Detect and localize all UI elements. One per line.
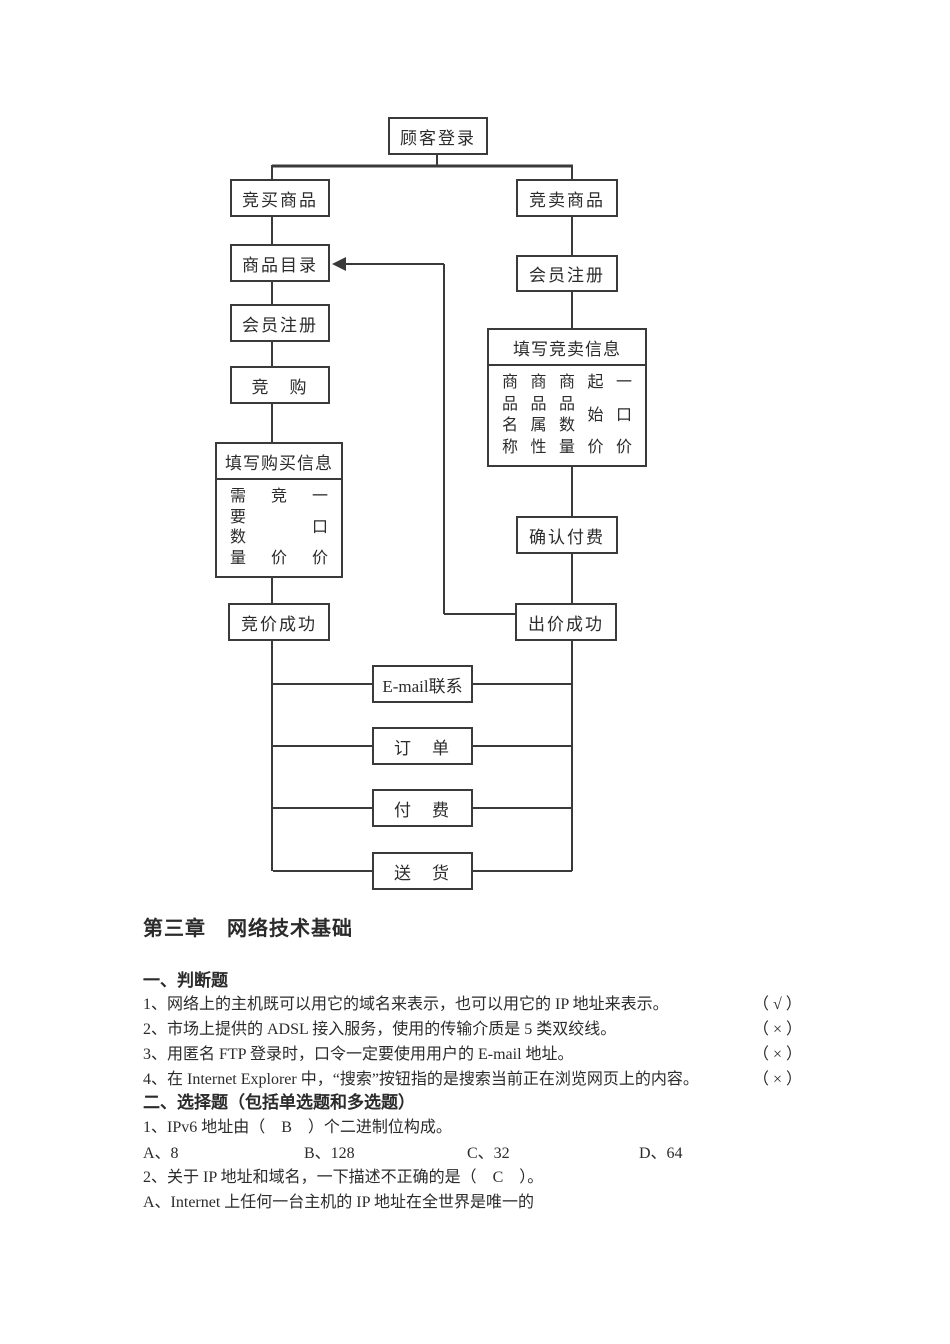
fill-sell-info-fields: 商品名称 商品属性 商品数量 起始价 一口价 [489, 366, 645, 465]
judgement-section-title: 一、判断题 [143, 971, 228, 990]
flow-node-payment: 付 费 [372, 789, 473, 827]
flow-node-fill-sell-info: 填写竞卖信息 商品名称 商品属性 商品数量 起始价 一口价 [487, 328, 647, 467]
flow-node-delivery: 送 货 [372, 852, 473, 890]
judgement-item: 1、网络上的主机既可以用它的域名来表示，也可以用它的 IP 地址来表示。 （ √… [143, 990, 843, 1014]
judgement-item: 4、在 Internet Explorer 中，“搜索”按钮指的是搜索当前正在浏… [143, 1065, 843, 1089]
choice-q1-option-b: B、128 [304, 1145, 355, 1162]
field-fixed-price: 一口价 [311, 488, 328, 567]
judgement-item: 3、用匿名 FTP 登录时，口令一定要使用用户的 E-mail 地址。 （ × … [143, 1040, 843, 1064]
choice-question-2: 2、关于 IP 地址和域名，一下描述不正确的是（ C ）。 [143, 1169, 544, 1186]
field-needed-quantity: 需要数量 [230, 488, 247, 567]
choice-q1-option-d: D、64 [639, 1145, 683, 1162]
judgement-item-text: 2、市场上提供的 ADSL 接入服务，使用的传输介质是 5 类双绞线。 [143, 1021, 617, 1038]
choice-q1-option-c: C、32 [467, 1145, 510, 1162]
field-product-quantity: 商品数量 [558, 374, 575, 456]
choice-q2-option-a: A、Internet 上任何一台主机的 IP 地址在全世界是唯一的 [143, 1194, 534, 1211]
chapter-title: 第三章 网络技术基础 [143, 918, 353, 940]
judgement-item-answer: （ × ） [753, 1021, 803, 1038]
flow-node-catalog: 商品目录 [230, 244, 330, 282]
judgement-item-answer: （ √ ） [753, 996, 802, 1013]
choice-section-title: 二、选择题（包括单选题和多选题） [143, 1093, 415, 1112]
flow-node-customer-login: 顾客登录 [388, 117, 488, 155]
judgement-item-text: 4、在 Internet Explorer 中，“搜索”按钮指的是搜索当前正在浏… [143, 1071, 699, 1088]
flow-node-member-register-left: 会员注册 [230, 304, 330, 342]
fill-sell-info-title: 填写竞卖信息 [489, 330, 645, 366]
field-product-name: 商品名称 [502, 374, 519, 456]
fill-buy-info-title: 填写购买信息 [217, 444, 341, 480]
flow-node-bid-purchase: 竞 购 [230, 366, 330, 404]
field-start-price: 起始价 [587, 374, 604, 456]
flow-node-order: 订 单 [372, 727, 473, 765]
judgement-item-answer: （ × ） [753, 1071, 803, 1088]
field-fixed-price: 一口价 [615, 374, 632, 456]
field-bid-price: 竞价 [270, 488, 287, 567]
flow-node-offer-success-right: 出价成功 [515, 603, 617, 641]
flow-node-bid-buy: 竞买商品 [230, 179, 330, 217]
judgement-item-answer: （ × ） [753, 1046, 803, 1063]
flow-node-bid-sell: 竞卖商品 [516, 179, 618, 217]
judgement-item: 2、市场上提供的 ADSL 接入服务，使用的传输介质是 5 类双绞线。 （ × … [143, 1015, 843, 1039]
choice-question-1: 1、IPv6 地址由（ B ）个二进制位构成。 [143, 1119, 452, 1136]
flow-node-bid-success-left: 竞价成功 [228, 603, 330, 641]
flow-node-fill-buy-info: 填写购买信息 需要数量 竞价 一口价 [215, 442, 343, 578]
flow-node-confirm-payment: 确认付费 [516, 516, 618, 554]
judgement-item-text: 1、网络上的主机既可以用它的域名来表示，也可以用它的 IP 地址来表示。 [143, 996, 669, 1013]
arrowhead-to-catalog [332, 257, 346, 271]
flow-node-email-contact: E-mail联系 [372, 665, 473, 703]
field-product-attribute: 商品属性 [530, 374, 547, 456]
flow-node-member-register-right: 会员注册 [516, 255, 618, 292]
choice-q1-option-a: A、8 [143, 1145, 179, 1162]
judgement-item-text: 3、用匿名 FTP 登录时，口令一定要使用用户的 E-mail 地址。 [143, 1046, 574, 1063]
fill-buy-info-fields: 需要数量 竞价 一口价 [217, 480, 341, 576]
